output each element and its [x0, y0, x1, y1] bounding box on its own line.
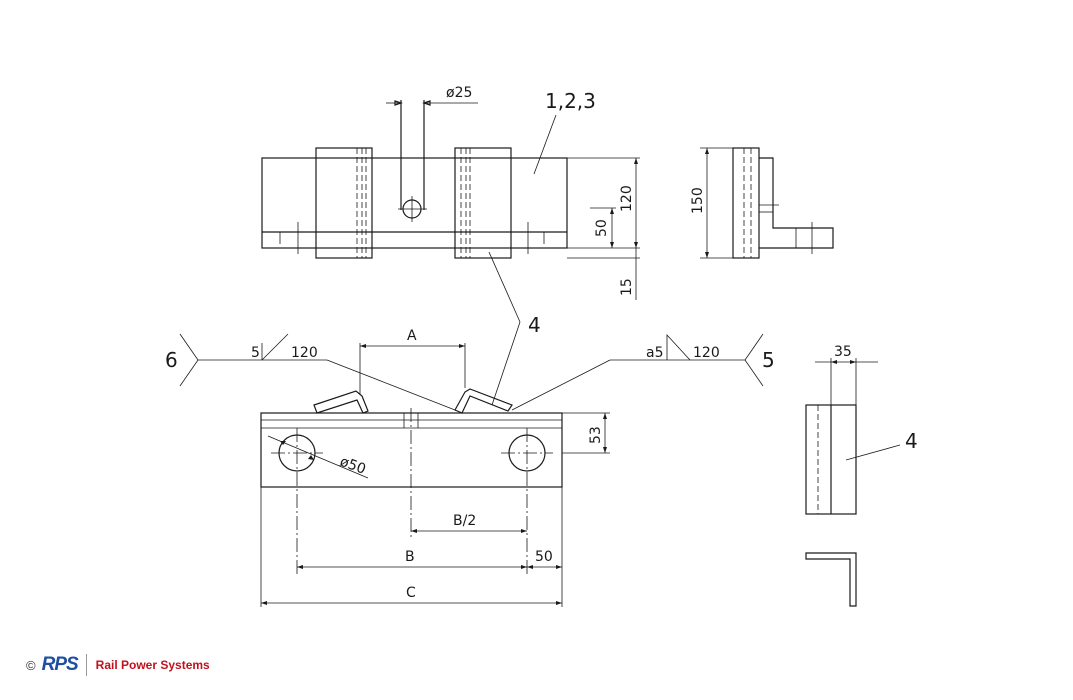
side-plate: [732, 147, 760, 259]
weld-left-tail: [179, 333, 199, 387]
dim-15: 15: [619, 278, 635, 296]
side-bracket: [759, 157, 834, 249]
dim-B-half: B/2: [453, 513, 476, 529]
front-plate: [260, 412, 563, 488]
weld-right-length: 120: [693, 345, 720, 361]
dim-35: 35: [834, 344, 852, 360]
left-angle-clamp: [313, 390, 369, 414]
weld-left-length: 120: [291, 345, 318, 361]
rps-logo: RPS: [41, 654, 79, 675]
top-view: ø25 1,2,3 120 50 15: [261, 85, 640, 300]
weld-right-fillet: [666, 333, 691, 361]
part-4-detail: 35 4: [805, 344, 918, 607]
side-view: 150: [690, 147, 834, 259]
weld-left-number: 6: [165, 348, 178, 372]
dim-50-top: 50: [594, 219, 610, 237]
top-plate-outline: [261, 157, 568, 249]
callout-4-mid: 4: [528, 313, 541, 337]
dim-A: A: [407, 328, 417, 344]
copyright-symbol: ©: [26, 657, 36, 673]
weld-right-tail: [744, 333, 764, 387]
dim-53: 53: [588, 426, 604, 444]
top-diameter-label: ø25: [446, 85, 472, 101]
dim-C: C: [406, 585, 416, 601]
weld-right-size: a5: [646, 345, 664, 361]
footer: © RPS Rail Power Systems: [26, 654, 210, 676]
dim-B: B: [405, 549, 415, 565]
footer-separator: [85, 654, 87, 676]
front-view: ø50 A 53 B/2 B 50 C: [260, 251, 610, 607]
dim-50-bottom: 50: [535, 549, 553, 565]
callout-123: 1,2,3: [545, 89, 596, 113]
weld-symbols: 6 5 120 a5 120 5: [165, 333, 775, 411]
top-left-clamp: [315, 147, 373, 259]
company-name: Rail Power Systems: [95, 658, 210, 672]
dim-120-top: 120: [619, 185, 635, 212]
top-right-clamp: [454, 147, 512, 259]
right-angle-clamp: [454, 388, 513, 414]
weld-right-arrow: [511, 359, 611, 411]
hole-diameter-label: ø50: [338, 454, 368, 478]
callout-123-leader: [533, 114, 557, 175]
part4-section: [805, 552, 857, 607]
weld-left-size: 5: [251, 345, 260, 361]
weld-left-arrow: [326, 359, 456, 411]
weld-right-number: 5: [762, 348, 775, 372]
callout-4-right: 4: [905, 429, 918, 453]
dim-150: 150: [690, 187, 706, 214]
